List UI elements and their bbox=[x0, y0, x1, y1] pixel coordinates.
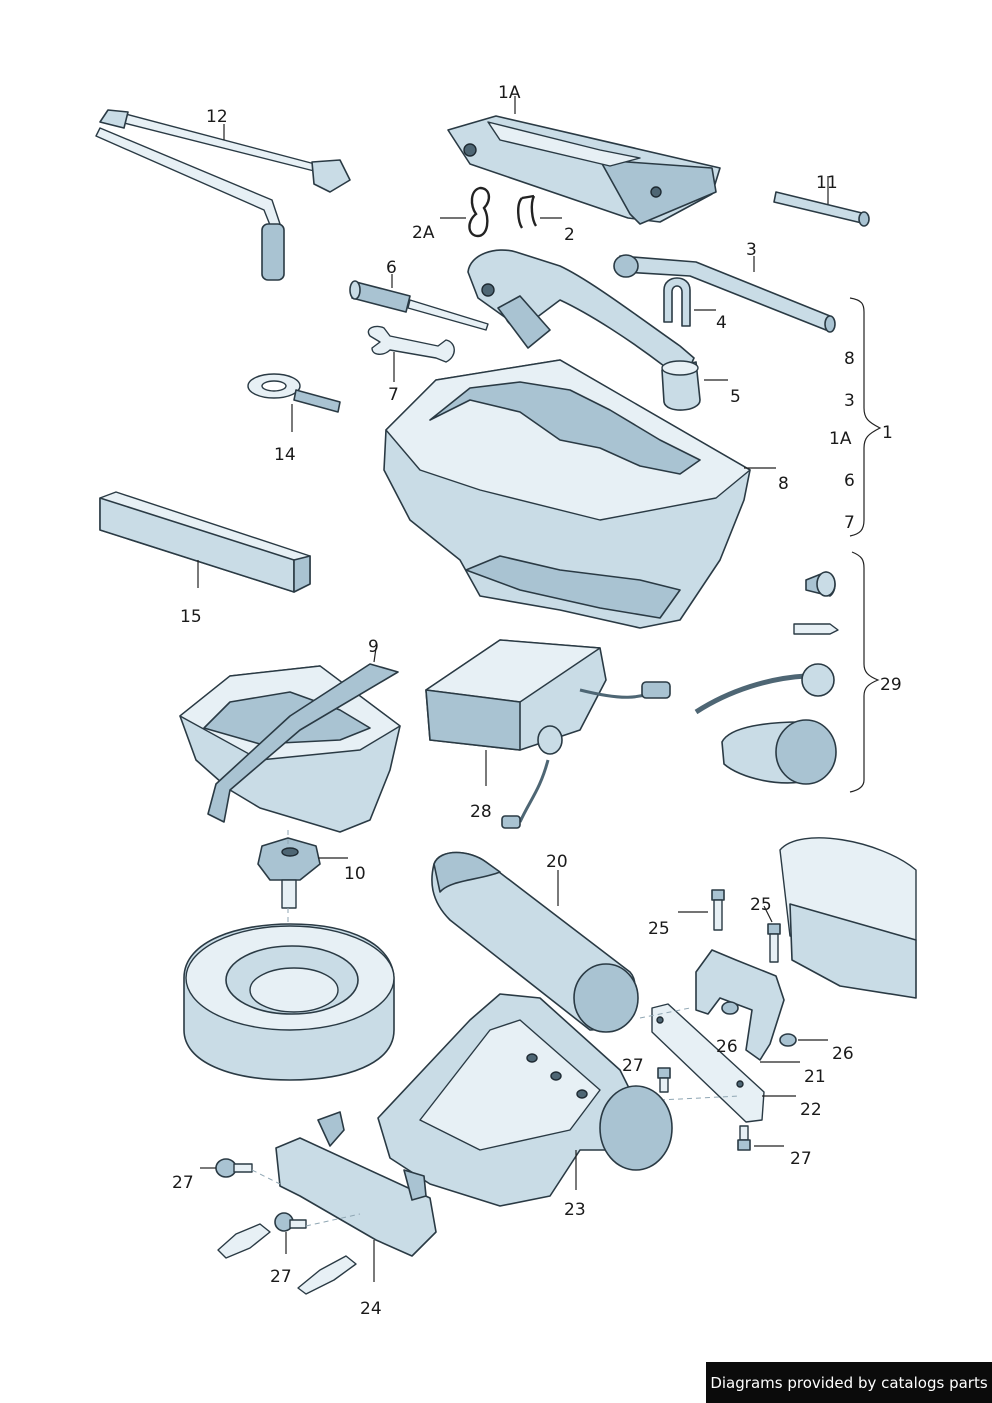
part-4-clamp bbox=[663, 277, 691, 327]
label-27d: 27 bbox=[270, 1267, 292, 1287]
label-11: 11 bbox=[816, 173, 838, 193]
part-22-plate bbox=[651, 1003, 765, 1123]
spare-wheel bbox=[183, 923, 395, 1081]
label-28: 28 bbox=[470, 802, 492, 822]
label-27c: 27 bbox=[172, 1173, 194, 1193]
label-23: 23 bbox=[564, 1200, 586, 1220]
legend-item-3: 3 bbox=[844, 391, 855, 411]
part-20-cylinder-bag bbox=[431, 851, 639, 1033]
label-2: 2 bbox=[564, 225, 575, 245]
part-21-bracket bbox=[695, 949, 785, 1061]
part-1A-jack bbox=[447, 115, 721, 225]
label-25a: 25 bbox=[648, 919, 670, 939]
label-24: 24 bbox=[360, 1299, 382, 1319]
label-27a: 27 bbox=[622, 1056, 644, 1076]
label-9: 9 bbox=[368, 637, 379, 657]
label-22: 22 bbox=[800, 1100, 822, 1120]
part-15-storage-strip bbox=[99, 491, 311, 593]
label-6: 6 bbox=[386, 258, 397, 278]
part-2-clip bbox=[517, 194, 538, 229]
label-1A-top: 1A bbox=[498, 83, 521, 103]
part-14-towing-eye bbox=[247, 373, 341, 413]
part-3-extension-bar bbox=[613, 254, 836, 333]
part-6-screwdriver bbox=[349, 280, 489, 331]
part-9-tray-with-strap bbox=[179, 663, 401, 833]
credit-banner: Diagrams provided by catalogs parts bbox=[706, 1362, 992, 1403]
label-8: 8 bbox=[778, 474, 789, 494]
label-14: 14 bbox=[274, 445, 296, 465]
label-25b: 25 bbox=[750, 895, 772, 915]
part-25-bolt bbox=[711, 889, 725, 931]
part-27-bolt-d bbox=[274, 1212, 307, 1232]
label-2A: 2A bbox=[412, 223, 435, 243]
part-24-bracket bbox=[217, 1111, 437, 1295]
part-26-nut-2 bbox=[779, 1033, 797, 1047]
part-29-repair-kit-items bbox=[694, 571, 839, 785]
label-26a: 26 bbox=[716, 1037, 738, 1057]
part-25-bolt-2 bbox=[767, 923, 781, 963]
legend-group-1 bbox=[849, 297, 882, 537]
legend-item-1A: 1A bbox=[829, 429, 852, 449]
part-8-foam-tray bbox=[383, 359, 751, 629]
label-29: 29 bbox=[880, 675, 902, 695]
label-5: 5 bbox=[730, 387, 741, 407]
part-28-compressor bbox=[425, 639, 671, 829]
label-4: 4 bbox=[716, 313, 727, 333]
legend-item-8: 8 bbox=[844, 349, 855, 369]
label-20: 20 bbox=[546, 852, 568, 872]
label-21: 21 bbox=[804, 1067, 826, 1087]
part-27-bolt-c bbox=[215, 1158, 253, 1178]
legend-item-6: 6 bbox=[844, 471, 855, 491]
part-5-wheel-wrench bbox=[467, 249, 701, 411]
part-10-wing-nut bbox=[257, 837, 321, 909]
label-26b: 26 bbox=[832, 1044, 854, 1064]
legend-item-7: 7 bbox=[844, 513, 855, 533]
part-23-tray bbox=[377, 993, 673, 1207]
label-15: 15 bbox=[180, 607, 202, 627]
part-27-bolt-b bbox=[737, 1125, 751, 1151]
label-10: 10 bbox=[344, 864, 366, 884]
part-11-pin bbox=[773, 191, 870, 227]
legend-group-1-label: 1 bbox=[882, 423, 893, 443]
label-3: 3 bbox=[746, 240, 757, 260]
part-27-bolt-a bbox=[657, 1067, 671, 1093]
part-7-spanner bbox=[367, 325, 455, 363]
label-12: 12 bbox=[206, 107, 228, 127]
part-2A-clip bbox=[468, 186, 491, 238]
legend-group-29 bbox=[849, 551, 880, 793]
label-7: 7 bbox=[388, 385, 399, 405]
part-12-crank-handle bbox=[95, 109, 351, 281]
label-27b: 27 bbox=[790, 1149, 812, 1169]
part-26-nut bbox=[721, 1001, 739, 1015]
trim-panel bbox=[779, 837, 917, 999]
